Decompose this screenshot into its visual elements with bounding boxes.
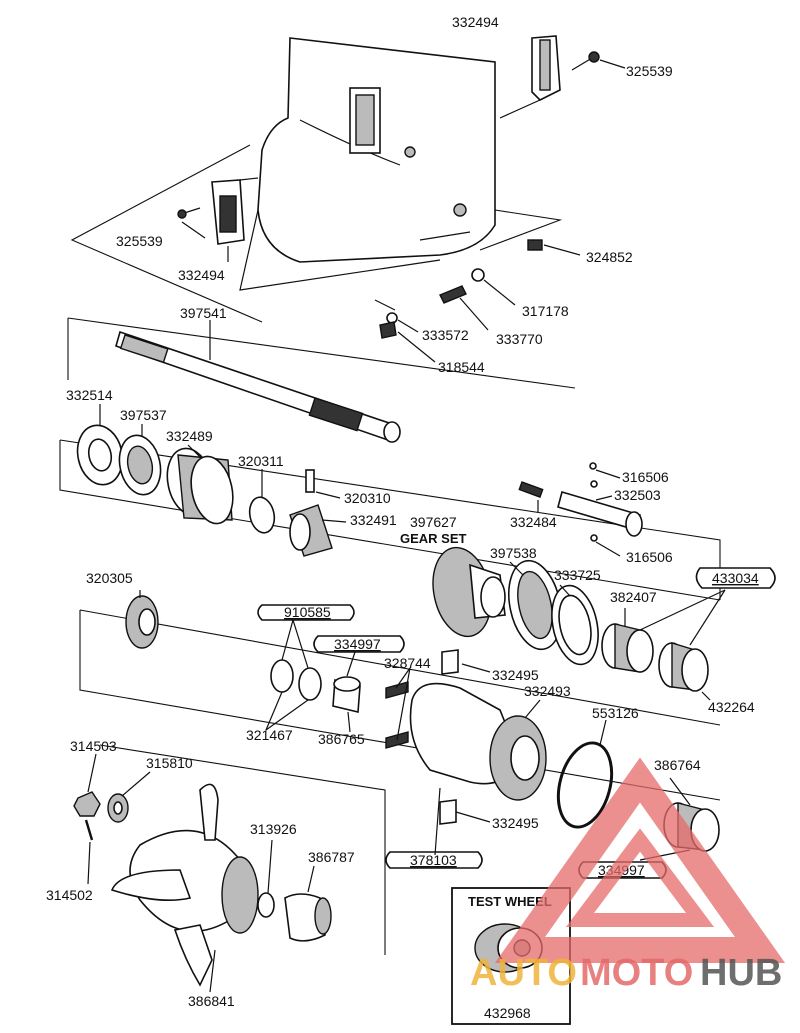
screw-325539-left <box>177 207 201 219</box>
label-386787: 386787 <box>308 849 355 865</box>
watermark-auto: AUTO <box>470 952 577 994</box>
label-313926: 313926 <box>250 821 297 837</box>
label-386764: 386764 <box>654 757 701 773</box>
label-314502: 314502 <box>46 887 93 903</box>
ring-313926 <box>257 892 275 918</box>
bushing-386765 <box>332 676 361 713</box>
label-333770: 333770 <box>496 331 543 347</box>
label-332495-b: 332495 <box>492 815 539 831</box>
label-432968: 432968 <box>484 1005 531 1021</box>
label-382407: 382407 <box>610 589 657 605</box>
oring-553126 <box>556 741 614 829</box>
label-324852: 324852 <box>586 249 633 265</box>
label-tool-433034: 433034 <box>712 570 759 586</box>
clutch-332491 <box>289 504 333 557</box>
label-332491: 332491 <box>350 512 397 528</box>
carrier-332493 <box>409 682 547 801</box>
part-332494-top <box>499 35 561 119</box>
washer-320305 <box>125 595 159 649</box>
screw-324852 <box>527 239 581 256</box>
watermark-moto: MOTO <box>580 952 693 994</box>
label-316506-b: 316506 <box>626 549 673 565</box>
spring-332484 <box>518 481 544 498</box>
label-397627: 397627 <box>410 514 457 530</box>
label-316506-a: 316506 <box>622 469 669 485</box>
label-432264: 432264 <box>708 699 755 715</box>
label-325539-left: 325539 <box>116 233 163 249</box>
seals-321467 <box>270 659 322 701</box>
tool-378103-shape <box>385 851 483 869</box>
label-332503: 332503 <box>614 487 661 503</box>
label-320311: 320311 <box>238 453 284 469</box>
pin-314502 <box>84 819 94 841</box>
label-332514: 332514 <box>66 387 113 403</box>
part-332494-left <box>211 177 259 245</box>
plug-318544 <box>379 312 436 363</box>
bearing-382407 <box>601 623 654 673</box>
gear-397627 <box>432 546 506 638</box>
label-332489: 332489 <box>166 428 213 444</box>
tool-334997-a-shape <box>313 635 405 653</box>
nut-314503 <box>73 791 101 817</box>
label-397537: 397537 <box>120 407 167 423</box>
tool-910585-shape <box>257 604 355 621</box>
label-328744: 328744 <box>384 655 431 671</box>
bearing-397537 <box>118 434 162 496</box>
label-314503: 314503 <box>70 738 117 754</box>
ring-320311 <box>248 496 276 534</box>
pins-316506 <box>589 462 598 542</box>
cam-332503 <box>557 491 643 537</box>
gearcase-housing <box>239 37 496 291</box>
label-386765: 386765 <box>318 731 365 747</box>
caption-test-wheel: TEST WHEEL <box>468 894 552 909</box>
label-332494-top: 332494 <box>452 14 499 30</box>
label-320305: 320305 <box>86 570 133 586</box>
leader-lines <box>87 221 726 993</box>
hub-386787 <box>284 893 332 942</box>
label-386841: 386841 <box>188 993 235 1009</box>
clip-332495-a <box>441 649 459 675</box>
label-321467: 321467 <box>246 727 293 743</box>
label-tool-910585: 910585 <box>284 604 331 620</box>
label-325539-top: 325539 <box>626 63 673 79</box>
label-315810: 315810 <box>146 755 193 771</box>
label-332495-a: 332495 <box>492 667 539 683</box>
part-labels: 332494 325539 325539 332494 324852 31717… <box>46 14 755 1021</box>
watermark-hub: HUB <box>700 952 782 994</box>
caption-gear-set: GEAR SET <box>400 531 467 546</box>
label-tool-378103: 378103 <box>410 852 457 868</box>
bearing-432264 <box>658 642 709 692</box>
label-332494-left: 332494 <box>178 267 225 283</box>
label-333725: 333725 <box>554 567 601 583</box>
gear-332489 <box>166 447 234 525</box>
label-318544: 318544 <box>438 359 485 375</box>
label-tool-334997-a: 334997 <box>334 636 381 652</box>
washer-315810 <box>107 793 129 823</box>
frame-lines <box>59 144 721 955</box>
watermark-logo: AUTO MOTO HUB <box>470 757 786 994</box>
label-332484: 332484 <box>510 514 557 530</box>
label-397538: 397538 <box>490 545 537 561</box>
label-553126: 553126 <box>592 705 639 721</box>
clip-332495-b <box>439 799 457 825</box>
drive-shaft-397541 <box>115 320 401 443</box>
label-320310: 320310 <box>344 490 391 506</box>
bolt-333770 <box>439 268 516 331</box>
label-333572: 333572 <box>422 327 469 343</box>
bearing-397538 <box>508 559 562 651</box>
propeller-386841 <box>110 783 259 987</box>
washer-332514 <box>76 424 124 486</box>
race-333725 <box>551 584 599 666</box>
screw-325539-top <box>571 51 626 71</box>
tool-433034-shape <box>695 567 776 589</box>
pin-320310 <box>305 469 341 499</box>
label-317178: 317178 <box>522 303 569 319</box>
label-397541: 397541 <box>180 305 227 321</box>
label-332493: 332493 <box>524 683 571 699</box>
